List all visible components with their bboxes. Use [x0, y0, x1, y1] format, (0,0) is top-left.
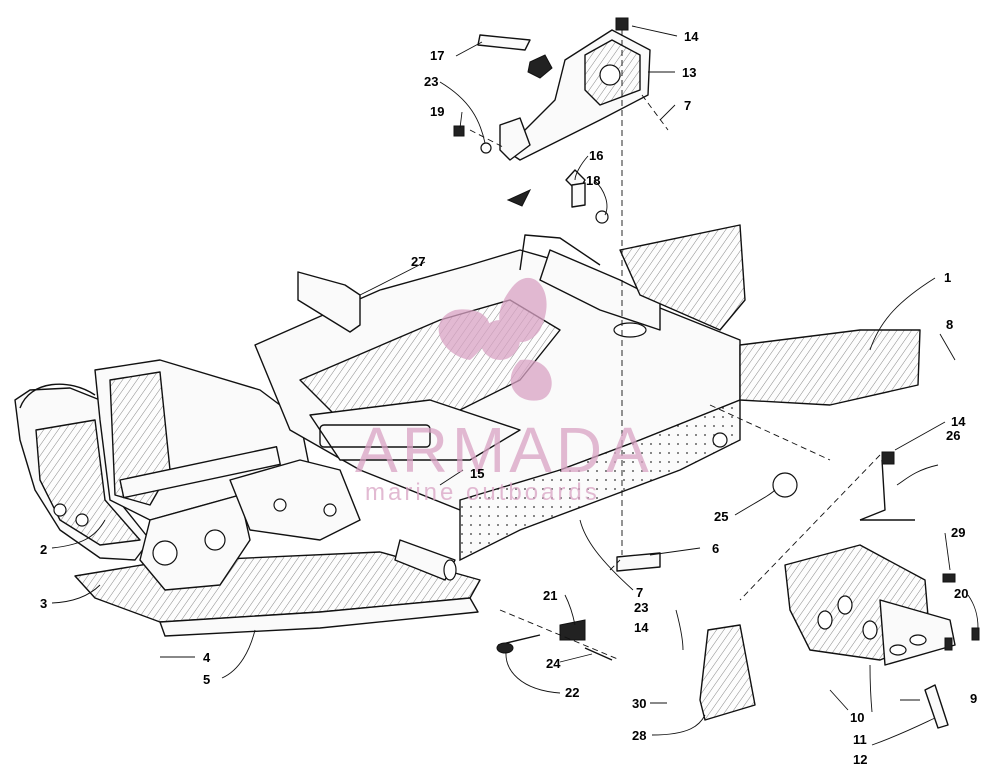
- steering-post-hoop: [519, 234, 601, 271]
- callout-8: 8: [946, 317, 953, 332]
- bolt-20: [944, 637, 953, 651]
- callout-10: 10: [850, 710, 864, 725]
- bracket-hole: [273, 498, 287, 512]
- callout-7-upper: 7: [684, 98, 691, 113]
- plate-hole: [837, 595, 853, 615]
- callout-13: 13: [682, 65, 696, 80]
- washer-23: [480, 142, 492, 154]
- callout-30: 30: [632, 696, 646, 711]
- steering-bracket-assembly: [453, 17, 651, 224]
- callout-25: 25: [714, 509, 728, 524]
- nut-14-top: [615, 17, 629, 31]
- callout-19: 19: [430, 104, 444, 119]
- bumper-hoop: [19, 383, 96, 409]
- callout-14-bottom: 14: [634, 620, 649, 635]
- bolt-29: [942, 573, 956, 583]
- callout-17: 17: [430, 48, 444, 63]
- callout-2: 2: [40, 542, 47, 557]
- callout-5: 5: [203, 672, 210, 687]
- callout-23-bottom: 23: [634, 600, 648, 615]
- plate-hole: [889, 644, 907, 656]
- propeller-blade: [510, 359, 552, 401]
- callout-14-top: 14: [684, 29, 699, 44]
- callout-24: 24: [546, 656, 561, 671]
- plate-hole: [862, 620, 878, 640]
- bracket-28: [699, 624, 756, 721]
- strip-12: [924, 684, 949, 729]
- main-frame-assembly: [14, 224, 921, 637]
- rear-extension-upper: [619, 224, 746, 331]
- callout-28: 28: [632, 728, 646, 743]
- strip-6: [616, 552, 661, 572]
- front-crossmember: [119, 446, 281, 499]
- steering-tube-end: [443, 559, 457, 581]
- rear-bumper-parts: [616, 432, 980, 729]
- plate-hole: [817, 610, 833, 630]
- callout-27: 27: [411, 254, 425, 269]
- propeller-hub: [480, 320, 520, 360]
- spindle-bore: [152, 540, 178, 566]
- tunnel-hole: [613, 322, 647, 338]
- callout-1: 1: [944, 270, 951, 285]
- callout-21: 21: [543, 588, 557, 603]
- leader-lines: [51, 25, 979, 746]
- plug-25: [772, 472, 798, 498]
- callout-18: 18: [586, 173, 600, 188]
- callout-11: 11: [853, 732, 867, 747]
- watermark: ARMADA marine outboards: [355, 277, 653, 506]
- arrow-marker: [506, 188, 532, 207]
- assembly-lines: [469, 30, 881, 661]
- watermark-brand: ARMADA: [355, 414, 653, 486]
- bracket-hole: [323, 503, 337, 517]
- rear-hoop-bracket: [539, 249, 661, 331]
- bolt-20: [971, 627, 980, 641]
- plate-17: [477, 34, 531, 51]
- bumper-hole: [75, 513, 89, 527]
- rear-extension-lower: [739, 329, 921, 406]
- floor-opening: [319, 424, 431, 448]
- floor-pan: [309, 399, 521, 461]
- callout-15: 15: [470, 466, 484, 481]
- steering-bracket-bore: [599, 64, 621, 86]
- plate-hole: [909, 634, 927, 646]
- callout-20: 20: [954, 586, 968, 601]
- front-frame-bracket: [229, 459, 361, 541]
- rod-26: [859, 459, 886, 521]
- steering-tube: [394, 539, 456, 581]
- watermark-tagline: marine outboards: [365, 479, 600, 506]
- cable-22-end: [496, 642, 514, 654]
- bushing: [527, 54, 553, 79]
- propeller-blade: [438, 309, 490, 360]
- callout-3: 3: [40, 596, 47, 611]
- callout-26: 26: [946, 428, 960, 443]
- callout-22: 22: [565, 685, 579, 700]
- spindle-bore: [204, 529, 226, 551]
- callout-12: 12: [853, 752, 867, 767]
- tunnel-side-wall: [459, 398, 741, 562]
- cable-parts: [496, 619, 613, 661]
- callout-labels: 1 2 3 4 5 6 7 7 8 9 10 11 12 13 14 14 14…: [40, 29, 977, 767]
- callout-16: 16: [589, 148, 603, 163]
- upper-bracket-27: [297, 271, 361, 333]
- bracket-16: [571, 182, 586, 208]
- callout-23-top: 23: [424, 74, 438, 89]
- plug-small: [712, 432, 728, 448]
- cable-24: [584, 647, 613, 661]
- callout-6: 6: [712, 541, 719, 556]
- nut-14-right: [881, 451, 895, 465]
- bolt-19-head: [453, 125, 465, 137]
- skid-plate-edge: [159, 597, 479, 637]
- callout-7-lower: 7: [636, 585, 643, 600]
- bracket-21: [559, 619, 586, 641]
- callout-29: 29: [951, 525, 965, 540]
- callout-4: 4: [203, 650, 211, 665]
- bumper-hole: [53, 503, 67, 517]
- callout-14-right: 14: [951, 414, 966, 429]
- callout-9: 9: [970, 691, 977, 706]
